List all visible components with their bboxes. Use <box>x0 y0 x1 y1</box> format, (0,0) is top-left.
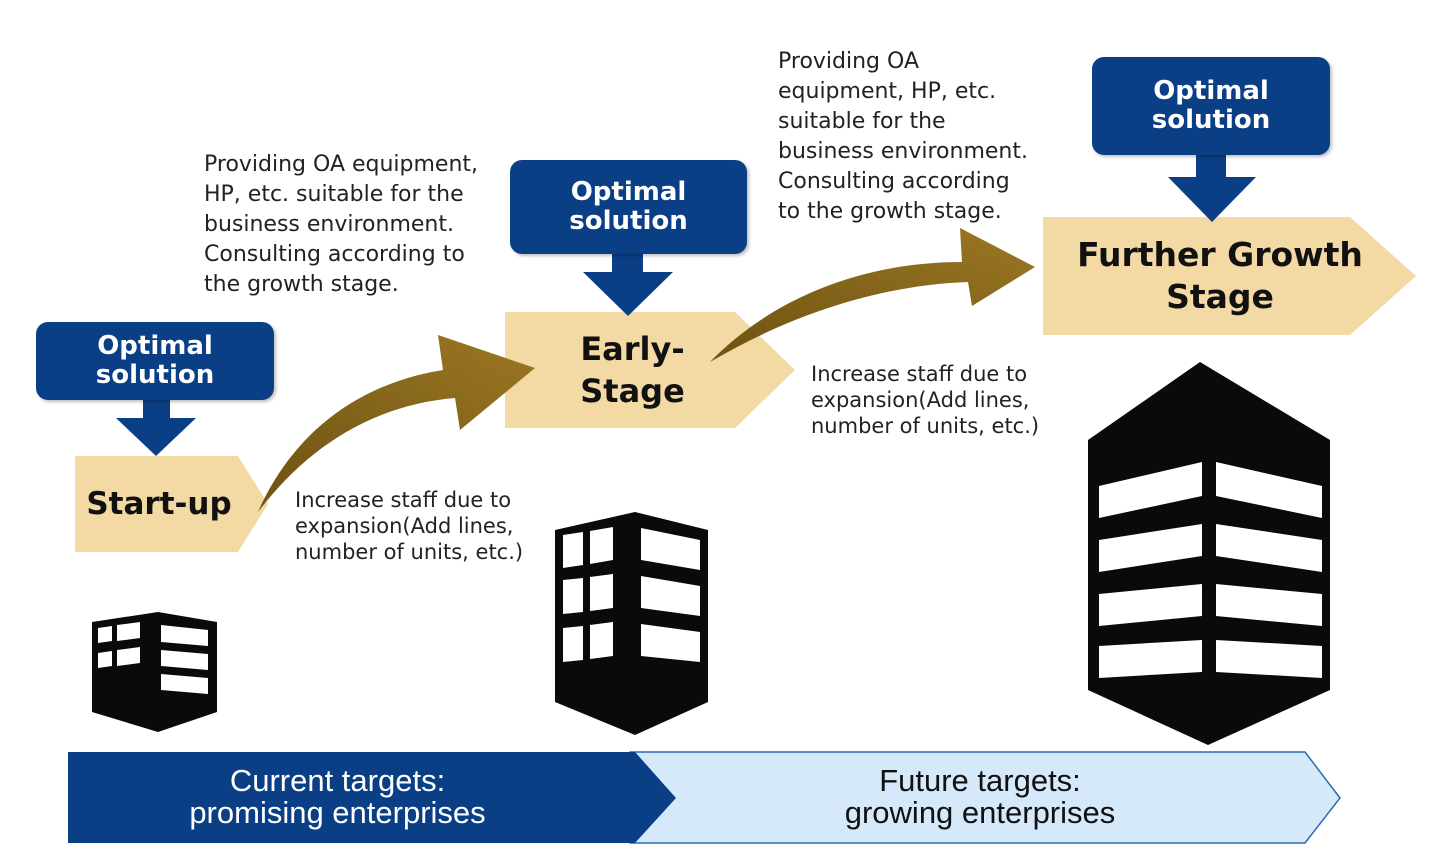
growth-arrow-icon <box>258 335 535 512</box>
optimal-solution-box-further-growth: Optimal solution <box>1092 57 1330 155</box>
increase-staff-note-2: Increase staff due to expansion(Add line… <box>811 362 1040 438</box>
optimal-solution-box-start-up: Optimal solution <box>36 322 274 400</box>
current-targets-label: Current targets: promising enterprises <box>189 763 486 830</box>
down-arrow-icon <box>116 398 196 456</box>
further-growth-stage-chevron <box>1043 217 1416 335</box>
small-building-icon <box>92 612 217 732</box>
down-arrow-icon <box>583 252 673 316</box>
large-building-icon <box>1088 362 1330 745</box>
optimal-solution-label: Optimal solution <box>95 331 215 390</box>
increase-staff-note-1: Increase staff due to expansion(Add line… <box>295 488 524 564</box>
stage-label-further-growth: Further Growth Stage <box>1077 235 1363 316</box>
optimal-solution-label: Optimal solution <box>569 177 688 236</box>
growth-arrow-icon <box>710 228 1035 362</box>
stage-label-early-stage: Early- Stage <box>580 330 685 410</box>
service-description-further: Providing OA equipment, HP, etc. suitabl… <box>778 49 1028 224</box>
service-description-early: Providing OA equipment, HP, etc. suitabl… <box>204 152 479 297</box>
current-targets-band <box>68 752 676 843</box>
future-targets-label: Future targets: growing enterprises <box>844 763 1116 830</box>
optimal-solution-box-early-stage: Optimal solution <box>510 160 747 254</box>
stage-label-start-up: Start-up <box>86 486 232 522</box>
down-arrow-icon <box>1168 153 1256 222</box>
medium-building-icon <box>555 512 708 735</box>
early-stage-chevron <box>505 312 795 428</box>
start-up-stage-chevron <box>75 456 268 552</box>
optimal-solution-label: Optimal solution <box>1151 76 1271 135</box>
